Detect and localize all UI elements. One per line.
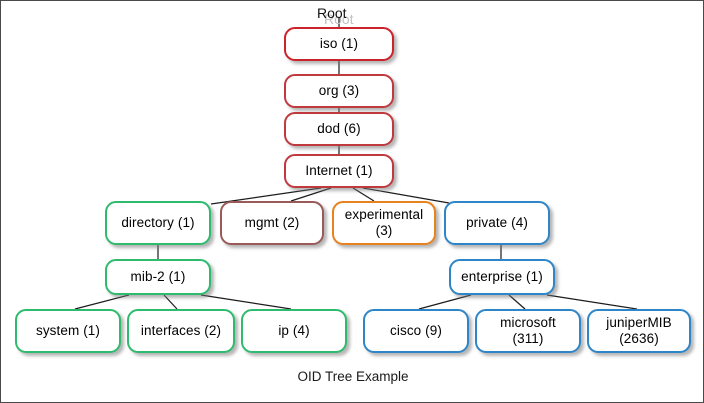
- edge-internet-to-mgmt: [290, 187, 332, 202]
- edge-mib2-to-interfaces: [163, 294, 178, 310]
- node-org[interactable]: org (3): [284, 74, 394, 108]
- node-label-interfaces: interfaces (2): [140, 323, 222, 338]
- node-dod[interactable]: dod (6): [284, 112, 394, 146]
- node-internet[interactable]: Internet (1): [284, 154, 394, 188]
- node-label-org: org (3): [318, 83, 360, 98]
- node-mib2[interactable]: mib-2 (1): [105, 259, 211, 295]
- root-label: Root: [317, 5, 347, 21]
- node-cisco[interactable]: cisco (9): [363, 309, 469, 353]
- node-label-mib2: mib-2 (1): [130, 269, 186, 284]
- node-label-directory: directory (1): [121, 215, 195, 230]
- node-label-internet: Internet (1): [305, 163, 373, 178]
- node-label-mgmt: mgmt (2): [244, 215, 300, 230]
- edge-enterprise-to-juniperMIB: [546, 294, 638, 310]
- node-interfaces[interactable]: interfaces (2): [127, 309, 235, 353]
- edge-mib2-to-system: [74, 294, 130, 310]
- node-iso[interactable]: iso (1): [284, 27, 394, 61]
- node-private[interactable]: private (4): [444, 201, 550, 245]
- node-label-juniperMIB: juniperMIB (2636): [606, 315, 672, 346]
- node-enterprise[interactable]: enterprise (1): [449, 259, 555, 295]
- node-directory[interactable]: directory (1): [105, 201, 211, 245]
- node-label-experimental: experimental (3): [344, 207, 424, 238]
- node-label-microsoft: microsoft (311): [500, 315, 556, 346]
- node-label-iso: iso (1): [319, 36, 359, 51]
- diagram-caption: OID Tree Example: [297, 369, 409, 384]
- edge-enterprise-to-microsoft: [508, 294, 526, 310]
- edge-mib2-to-ip: [200, 294, 292, 310]
- node-label-ip: ip (4): [278, 323, 310, 338]
- node-label-dod: dod (6): [317, 121, 361, 136]
- node-microsoft[interactable]: microsoft (311): [475, 309, 581, 353]
- node-label-private: private (4): [466, 215, 528, 230]
- node-juniperMIB[interactable]: juniperMIB (2636): [587, 309, 691, 353]
- edge-enterprise-to-cisco: [418, 294, 472, 310]
- node-label-cisco: cisco (9): [390, 323, 442, 338]
- node-label-system: system (1): [35, 323, 100, 338]
- node-experimental[interactable]: experimental (3): [332, 201, 436, 245]
- node-label-enterprise: enterprise (1): [461, 269, 543, 284]
- node-mgmt[interactable]: mgmt (2): [220, 201, 324, 245]
- node-system[interactable]: system (1): [15, 309, 121, 353]
- edge-internet-to-experimental: [352, 187, 375, 202]
- node-ip[interactable]: ip (4): [241, 309, 347, 353]
